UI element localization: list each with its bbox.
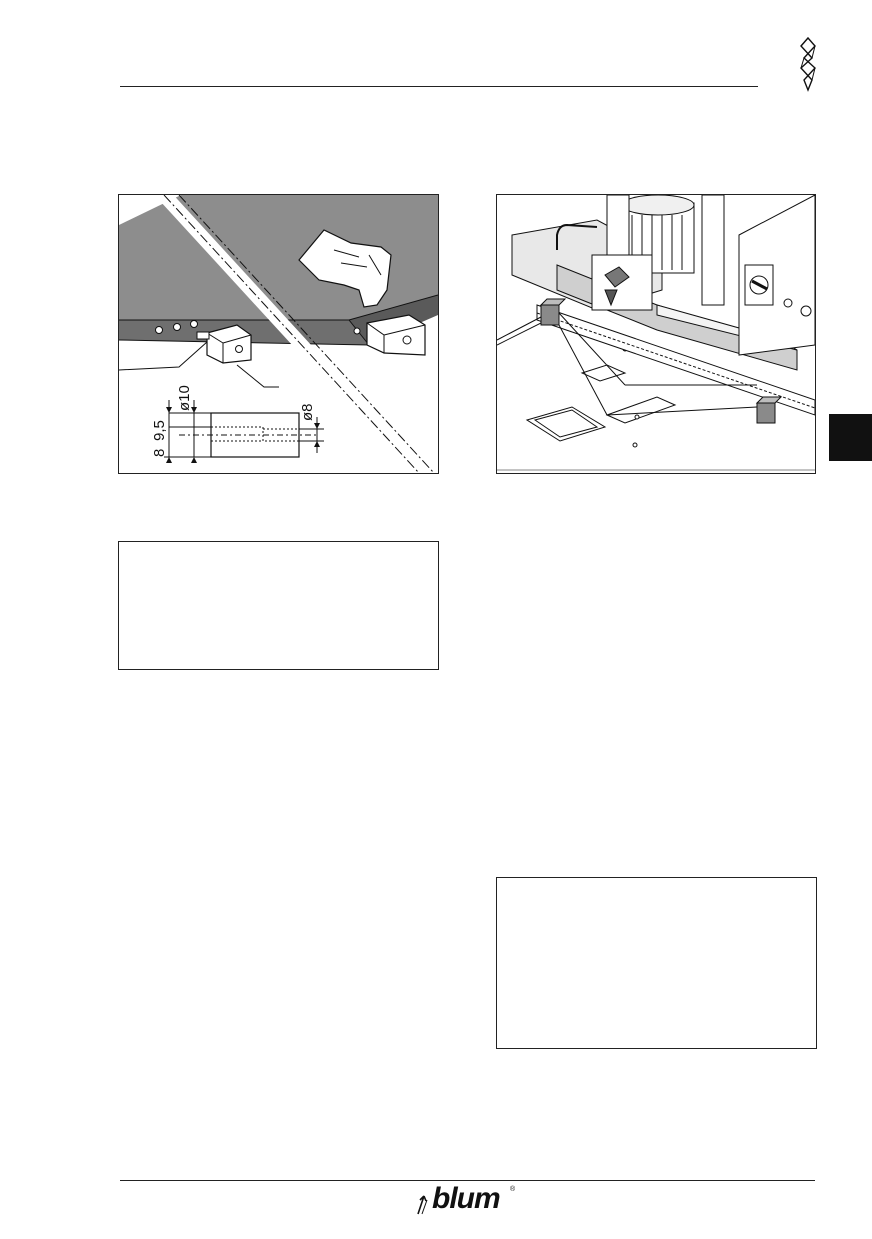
drill-bit-icon (790, 36, 826, 92)
figure-machine-stops (496, 194, 816, 474)
section-tab (829, 414, 872, 461)
footer-rule (120, 1180, 815, 1181)
dim-h95-label: 9,5 (151, 420, 168, 441)
registered-mark: ® (510, 1186, 516, 1193)
blum-arrow-icon (412, 1190, 432, 1216)
header-rule (120, 86, 758, 87)
blum-logo-text: blum (432, 1182, 501, 1215)
dim-h8-label: 8 (151, 449, 168, 457)
dim-d8-label: ø8 (299, 403, 316, 421)
figure-board-stop: ø10 9,5 8 ø8 (118, 194, 439, 474)
dim-d10-label: ø10 (176, 385, 193, 411)
note-box-right (496, 877, 817, 1049)
note-box-left (118, 541, 439, 670)
